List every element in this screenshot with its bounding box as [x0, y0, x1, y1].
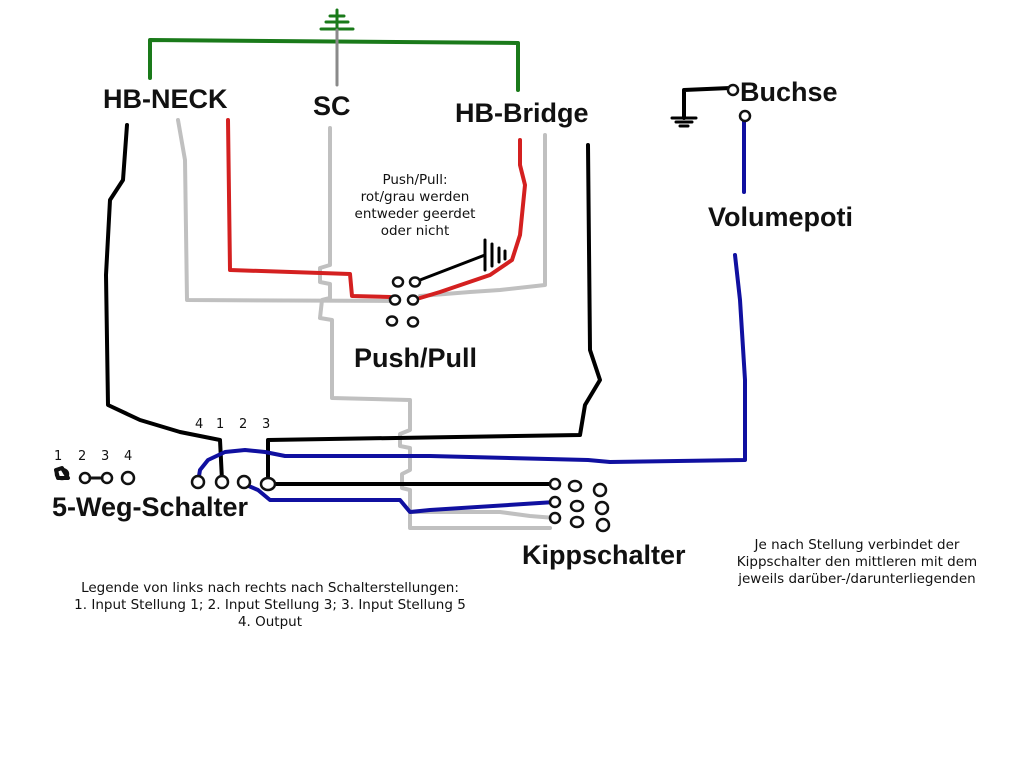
black-wire-bridge	[266, 143, 602, 484]
pushpull-terminal	[385, 315, 399, 327]
note-kipp-line: Je nach Stellung verbindet der	[754, 537, 960, 553]
switch-right-terminal	[236, 474, 252, 490]
kipp-terminal	[594, 500, 610, 516]
switch-left-terminal	[120, 470, 136, 486]
switch-right-terminal	[190, 474, 206, 490]
switch-left-number: 1	[54, 449, 63, 464]
switch-right-number: 4	[195, 417, 204, 432]
gray-wire-neck	[176, 118, 398, 303]
switch-right-number: 1	[216, 417, 225, 432]
label-volumepoti: Volumepoti	[708, 202, 853, 232]
terminals	[54, 83, 752, 533]
gray-wire-bridge	[418, 133, 547, 298]
label-hb-bridge: HB-Bridge	[455, 98, 589, 128]
kipp-terminal	[569, 499, 585, 513]
note-push-pull-line: rot/grau werden	[360, 188, 470, 205]
switch-right-number: 3	[262, 417, 271, 432]
switch-left-number: 2	[78, 449, 87, 464]
kipp-terminal	[548, 511, 562, 525]
note-push-pull-line: Push/Pull:	[382, 172, 448, 188]
kipp-terminal	[548, 477, 562, 491]
blue-wire-kipp	[242, 482, 557, 514]
kipp-terminal	[595, 517, 611, 533]
pushpull-terminal	[388, 294, 402, 306]
ground-symbol-top	[319, 8, 355, 32]
note-kipp-line: Kippschalter den mittleren mit dem	[736, 553, 978, 570]
buchse-terminal-bottom	[738, 109, 752, 123]
ground-symbol-buchse	[670, 116, 698, 128]
pushpull-terminal	[391, 276, 405, 288]
black-wire-ground	[682, 86, 732, 120]
kipp-terminal	[567, 479, 583, 493]
gray-wire-sc	[318, 126, 557, 520]
legend-line: 4. Output	[237, 613, 303, 630]
note-push-pull: Push/Pull: rot/grau werden entweder geer…	[340, 172, 490, 240]
label-push-pull: Push/Pull	[354, 343, 478, 373]
pushpull-terminal	[408, 276, 422, 288]
switch-left-number: 4	[124, 449, 133, 464]
switch-left-number: 3	[101, 449, 110, 464]
note-kipp-line: jeweils darüber-/darunterliegenden	[738, 570, 976, 587]
note-kippschalter: Je nach Stellung verbindet der Kippschal…	[722, 537, 992, 588]
gray-wire-kipp	[408, 510, 552, 530]
legend-line: 1. Input Stellung 1; 2. Input Stellung 3…	[74, 596, 466, 613]
switch-right-number: 2	[239, 417, 248, 432]
ground-symbol-pushpull	[418, 238, 507, 282]
label-hb-neck: HB-NECK	[103, 84, 228, 114]
label-sc: SC	[313, 91, 351, 121]
legend: Legende von links nach rechts nach Schal…	[55, 580, 485, 631]
switch-right-terminal	[214, 474, 230, 490]
label-kippschalter: Kippschalter	[522, 540, 686, 570]
green-wire	[148, 38, 520, 92]
label-5-weg-schalter: 5-Weg-Schalter	[52, 492, 249, 522]
label-buchse: Buchse	[740, 77, 838, 107]
switch-right-terminal	[259, 476, 277, 492]
red-wire-bridge	[418, 138, 527, 300]
note-push-pull-line: oder nicht	[380, 222, 450, 239]
red-wire-neck	[226, 118, 392, 299]
black-wire-neck	[104, 123, 224, 482]
blue-wire-output	[196, 253, 747, 484]
kipp-terminal	[569, 515, 585, 529]
kipp-terminal	[592, 482, 608, 498]
legend-line: Legende von links nach rechts nach Schal…	[81, 580, 459, 596]
note-push-pull-line: entweder geerdet	[354, 205, 476, 222]
pushpull-terminal	[406, 294, 420, 306]
switch-left-bridge	[54, 466, 70, 480]
buchse-terminal-top	[726, 83, 740, 97]
pushpull-terminal	[406, 316, 420, 328]
kipp-terminal	[548, 495, 562, 509]
